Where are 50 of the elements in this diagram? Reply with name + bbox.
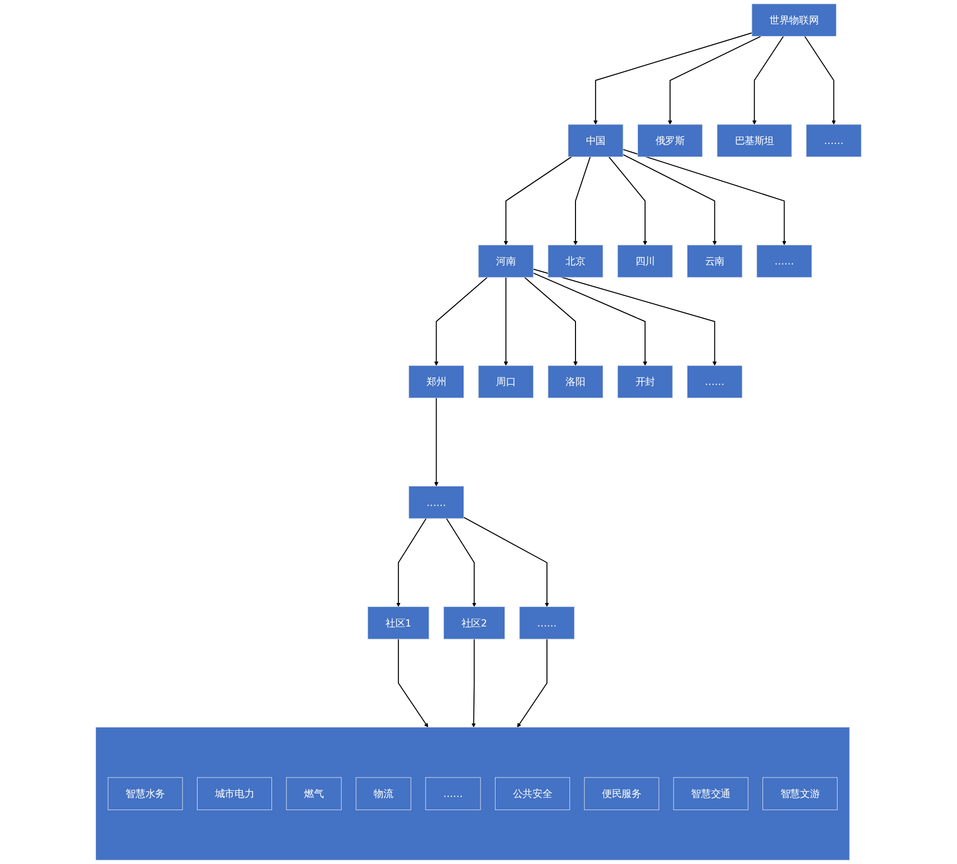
arrow: [398, 638, 428, 728]
arrow: [472, 638, 476, 728]
arrow: [532, 268, 717, 366]
node-box: 河南: [478, 244, 534, 278]
node-box: 郑州: [408, 365, 464, 398]
node-box: 智慧交通: [673, 777, 748, 810]
node-box: 智慧文游: [762, 777, 838, 810]
node-box: 燃气: [286, 777, 342, 810]
arrow: [532, 272, 648, 366]
node-box: ……: [408, 486, 464, 519]
node-box: 城市电力: [197, 777, 272, 810]
arrow: [463, 516, 550, 607]
arrow: [396, 518, 427, 607]
node-box: ……: [425, 777, 481, 810]
arrow: [804, 36, 836, 125]
node-box: ……: [519, 606, 575, 640]
node-box: 四川: [617, 244, 673, 278]
node-box: 物流: [356, 777, 412, 810]
arrow: [573, 156, 591, 246]
arrow: [608, 156, 648, 246]
arrow: [668, 36, 762, 125]
arrow: [504, 276, 508, 366]
arrow: [622, 148, 786, 246]
node-box: 社区1: [368, 606, 430, 640]
arrow: [504, 156, 572, 246]
arrow: [593, 32, 752, 125]
arrow: [446, 518, 476, 607]
node-box: 周口: [478, 365, 534, 398]
arrow: [434, 397, 438, 486]
arrow: [752, 36, 784, 125]
node-box: 巴基斯坦: [716, 124, 792, 158]
node-box: 智慧水务: [108, 777, 183, 810]
node-box: 开封: [617, 365, 673, 398]
node-box: 世界物联网: [752, 4, 836, 36]
arrow: [517, 638, 548, 728]
node-box: 公共安全: [494, 777, 570, 810]
node-box: ……: [806, 124, 862, 158]
node-box: 社区2: [443, 606, 506, 640]
arrow: [434, 276, 488, 366]
node-box: 中国: [568, 124, 624, 158]
arrow: [622, 154, 717, 246]
node-box: 便民服务: [584, 777, 660, 810]
node-box: 洛阳: [548, 365, 604, 398]
node-box: 云南: [686, 244, 742, 278]
node-box: ……: [756, 244, 812, 278]
node-box: 俄罗斯: [637, 124, 703, 158]
node-box: 北京: [548, 244, 604, 278]
arrow: [524, 276, 578, 366]
node-box: ……: [686, 365, 742, 398]
cluster: [96, 727, 850, 860]
